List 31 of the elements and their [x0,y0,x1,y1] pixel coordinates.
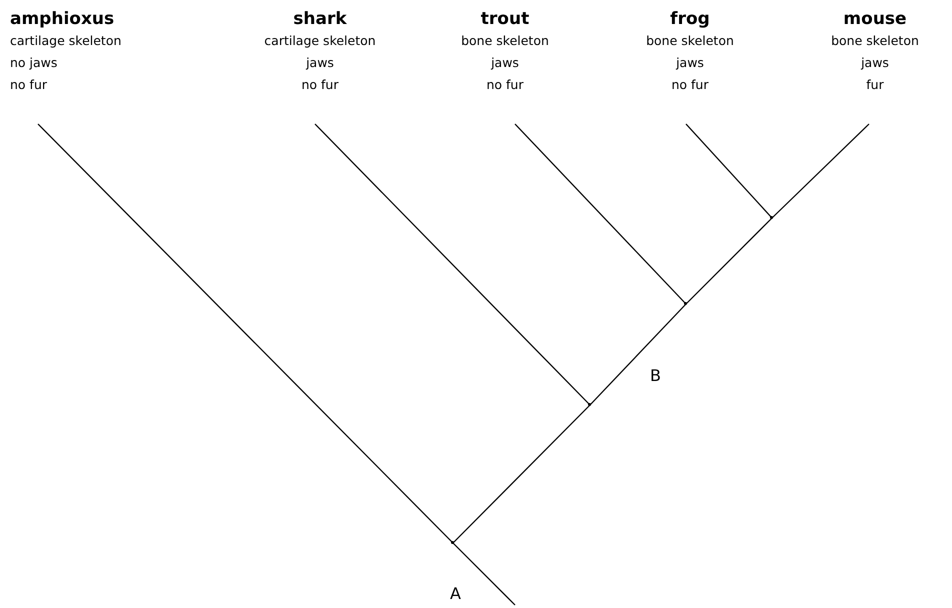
branch-line [38,124,454,544]
trait-text: jaws [861,54,889,72]
trait-text: bone skeleton [461,32,549,50]
branch-line [772,124,870,218]
taxon-name: shark [293,8,347,30]
trait-text: jaws [306,54,334,72]
trait-text: no jaws [10,54,58,72]
taxon-name: trout [480,8,530,30]
branch-line [452,404,590,544]
branch-line [452,542,516,606]
trait-text: jaws [676,54,704,72]
branch-line [590,304,686,406]
trait-text: cartilage skeleton [264,32,376,50]
trait-text: no fur [301,76,338,94]
branch-line [686,218,772,304]
taxon-name: mouse [843,8,907,30]
branch-line [314,124,590,406]
taxon-name: amphioxus [10,8,114,30]
node-label: A [450,584,461,603]
trait-text: bone skeleton [646,32,734,50]
trait-text: fur [866,76,884,94]
node-label: B [650,366,661,385]
trait-text: no fur [671,76,708,94]
trait-text: bone skeleton [831,32,919,50]
branch-line [686,124,772,218]
trait-text: no fur [486,76,524,94]
taxon-name: frog [670,8,710,30]
trait-text: no fur [10,76,48,94]
trait-text: cartilage skeleton [10,32,122,50]
trait-text: jaws [491,54,519,72]
branch-line [514,124,686,304]
